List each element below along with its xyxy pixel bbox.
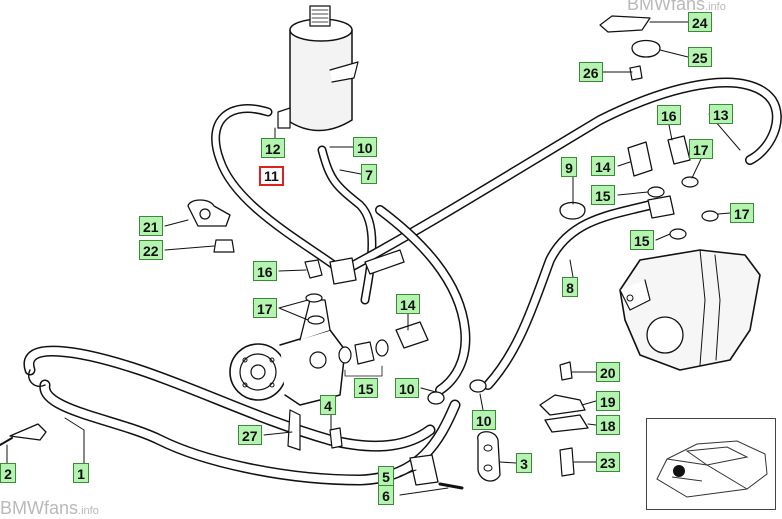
callout-6[interactable]: 6 [378,485,394,505]
callout-10c[interactable]: 10 [472,410,496,430]
watermark-top: BMWfans.info [627,0,726,14]
watermark-bottom: BMWfans.info [0,498,99,518]
callout-17c[interactable]: 17 [253,298,277,318]
callout-26[interactable]: 26 [579,62,603,82]
pump-drawing [229,299,346,451]
callout-9[interactable]: 9 [561,157,577,177]
callout-27[interactable]: 27 [238,425,262,445]
callout-21[interactable]: 21 [139,216,163,236]
callout-19[interactable]: 19 [596,391,620,411]
callout-15b[interactable]: 15 [630,230,654,250]
callout-13[interactable]: 13 [709,104,733,124]
callout-2[interactable]: 2 [0,463,16,483]
callout-25[interactable]: 25 [688,47,712,67]
callout-8[interactable]: 8 [562,277,578,297]
callout-16a[interactable]: 16 [657,105,681,125]
callout-12[interactable]: 12 [261,138,285,158]
callout-10a[interactable]: 10 [353,137,377,157]
callout-10b[interactable]: 10 [395,378,419,398]
callout-15c[interactable]: 15 [354,378,378,398]
callout-17a[interactable]: 17 [689,139,713,159]
steering-box-drawing [619,249,761,371]
callout-5[interactable]: 5 [378,466,394,486]
callout-11[interactable]: 11 [259,166,284,186]
callout-7[interactable]: 7 [361,164,377,184]
location-marker-icon [673,465,685,477]
callout-22[interactable]: 22 [139,240,163,260]
callout-23[interactable]: 23 [596,452,620,472]
callout-15a[interactable]: 15 [591,185,615,205]
callout-3[interactable]: 3 [516,453,532,473]
callout-14b[interactable]: 14 [396,294,420,314]
callout-1[interactable]: 1 [73,463,89,483]
callout-14a[interactable]: 14 [591,156,615,176]
reservoir-drawing [277,5,359,132]
callout-4[interactable]: 4 [320,395,336,415]
car-outline-icon [656,440,768,498]
callout-18[interactable]: 18 [596,415,620,435]
callout-24[interactable]: 24 [688,12,712,32]
callout-20[interactable]: 20 [596,362,620,382]
vehicle-location-thumbnail [646,418,776,510]
callout-16b[interactable]: 16 [253,261,277,281]
callout-17b[interactable]: 17 [730,203,754,223]
